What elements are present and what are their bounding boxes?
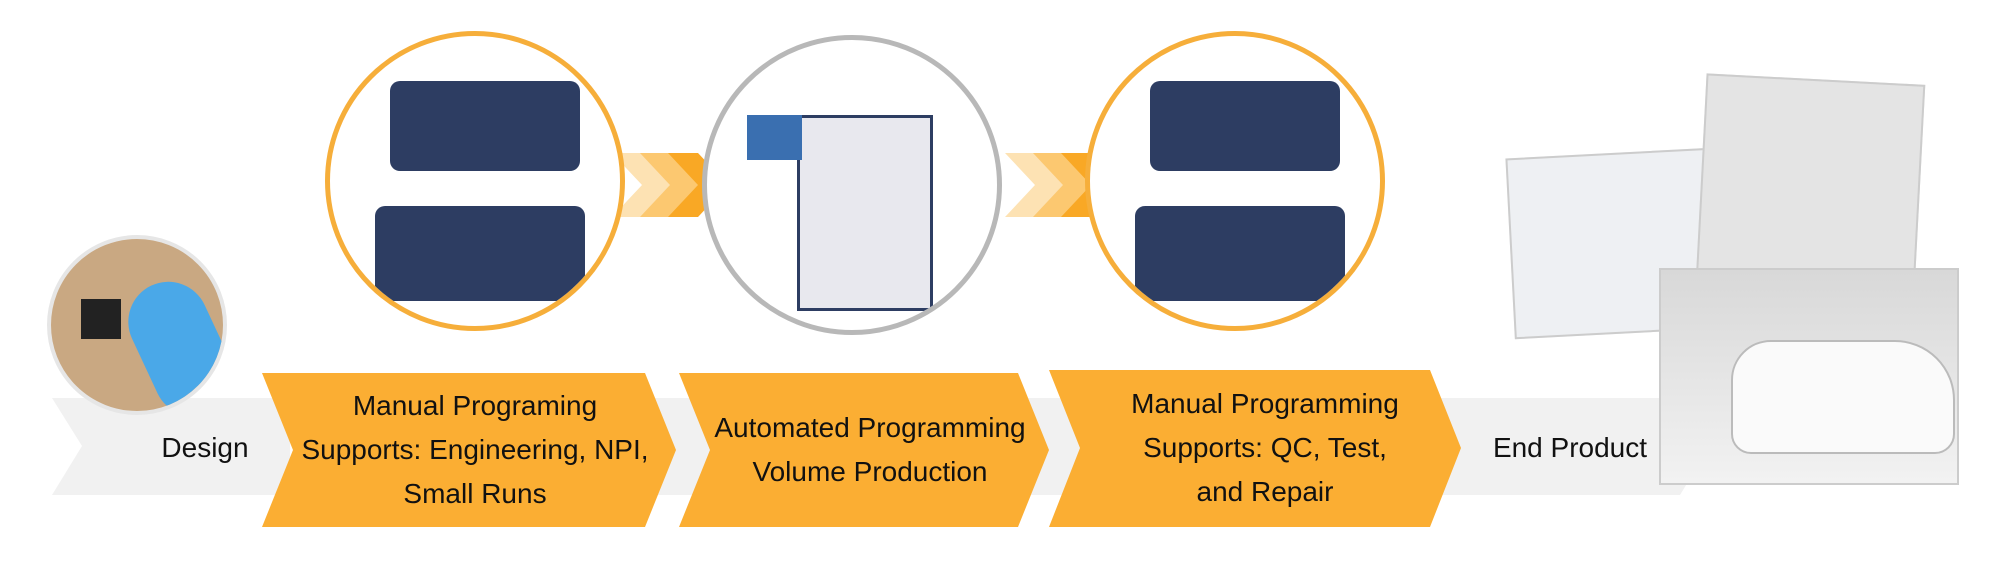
design-photo (47, 235, 227, 415)
grey-band-left (52, 398, 290, 495)
stage-manual-programming-label: Manual Programing Supports: Engineering,… (290, 380, 660, 520)
manual-programmer-photo-2 (1085, 31, 1385, 331)
stage-automated-programming-label: Automated Programming Volume Production (700, 380, 1040, 520)
stage-design-label: Design (161, 432, 249, 463)
label-line: Small Runs (403, 478, 547, 509)
arrow-icon (1005, 153, 1121, 217)
label-line: Supports: Engineering, NPI, (301, 434, 649, 465)
chevron-manual-qc (1049, 370, 1461, 527)
smart-thermostat-photo (1695, 73, 1926, 293)
label-line: Manual Programing (352, 390, 598, 421)
label-line: Manual Programming (1131, 388, 1399, 419)
stage-manual-qc-label: Manual Programming Supports: QC, Test, a… (1080, 378, 1450, 518)
chevron-automated-programming (679, 373, 1049, 527)
stage-end-product-label: End Product (1492, 432, 1648, 463)
automated-system-photo (702, 35, 1002, 335)
label-line: Volume Production (752, 456, 988, 487)
electric-car-photo (1659, 268, 1959, 485)
label-line: Automated Programming (714, 412, 1026, 443)
label-line: Supports: QC, Test, (1143, 432, 1387, 463)
grey-band-right (1420, 398, 1710, 495)
chevron-manual-programming (262, 373, 676, 527)
label-line: and Repair (1196, 476, 1334, 507)
manual-programmer-photo (325, 31, 625, 331)
